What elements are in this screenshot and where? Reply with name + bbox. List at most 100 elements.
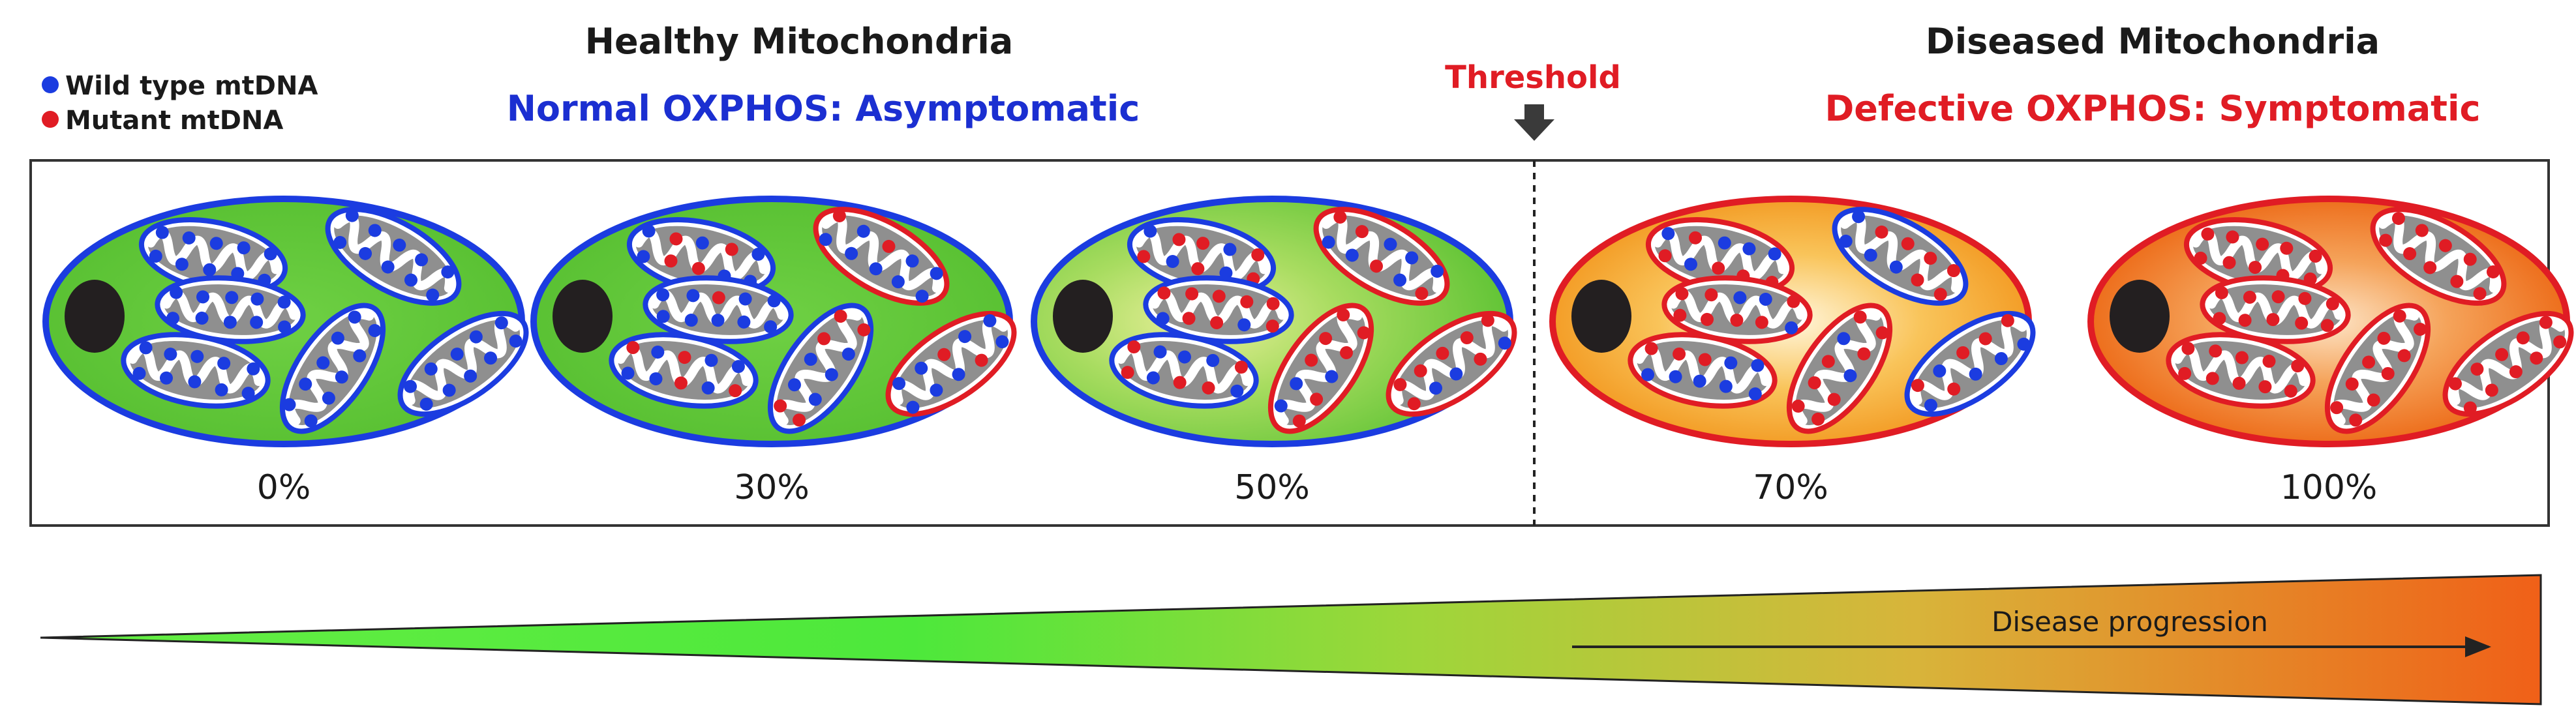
mutant-mtdna-dot: [2379, 233, 2393, 247]
wild-type-mtdna-dot: [995, 335, 1009, 349]
wild-type-mtdna-dot: [1718, 236, 1731, 250]
wild-type-mtdna-dot: [149, 249, 162, 263]
wild-type-mtdna-dot: [155, 226, 169, 239]
mitochondrion: [1645, 217, 1795, 295]
mito-matrix: [2333, 312, 2422, 425]
mitochondrion: [155, 275, 306, 344]
wild-type-mtdna-dot: [1230, 384, 1244, 398]
mutant-mtdna-dot: [669, 232, 683, 246]
wild-type-mtdna-dot: [203, 263, 217, 276]
cells-layer: [42, 196, 2574, 447]
wild-type-mtdna-dot: [983, 314, 997, 327]
mutant-mtdna-dot: [2345, 377, 2359, 391]
mito-matrix: [1277, 312, 1365, 425]
mutant-dot-icon: [42, 111, 59, 128]
mitochondrion: [2324, 303, 2431, 434]
wild-type-mtdna-dot: [223, 316, 237, 329]
mutant-mtdna-dot: [834, 309, 847, 323]
wild-type-mtdna-dot: [1684, 258, 1697, 271]
wild-type-mtdna-dot: [1924, 398, 1937, 412]
mutant-mtdna-dot: [691, 261, 705, 275]
mutant-mtdna-dot: [2438, 239, 2452, 252]
wild-type-mtdna-dot: [442, 383, 456, 397]
wild-type-mtdna-dot: [1177, 350, 1191, 364]
wild-type-mtdna-dot: [1733, 291, 1747, 304]
wild-type-mtdna-dot: [1641, 368, 1655, 381]
mutant-mtdna-dot: [937, 348, 951, 361]
mutant-mtdna-dot: [2414, 322, 2427, 336]
mutant-mtdna-dot: [1688, 231, 1702, 245]
mutant-mtdna-dot: [678, 351, 691, 364]
mutant-mtdna-dot: [1460, 331, 1474, 345]
wild-type-mtdna-dot: [1864, 248, 1877, 262]
wild-type-mtdna-dot: [450, 348, 464, 361]
wild-type-mtdna-dot: [196, 290, 209, 304]
mutant-mtdna-dot: [2209, 344, 2222, 358]
mutant-mtdna-dot: [2226, 230, 2239, 244]
cell-percent-label: 70%: [1753, 468, 1828, 507]
mitochondrion: [1267, 303, 1374, 434]
mutant-mtdna-dot: [1212, 289, 1226, 303]
wild-type-mtdna-dot: [322, 391, 335, 405]
nucleus-icon: [1571, 280, 1631, 353]
wild-type-mtdna-dot: [1742, 242, 1756, 256]
mutant-mtdna-dot: [2367, 393, 2380, 407]
wild-type-mtdna-dot: [1889, 260, 1903, 274]
wild-type-mtdna-dot: [348, 310, 361, 324]
wild-type-mtdna-dot: [237, 241, 250, 255]
wild-type-mtdna-dot: [767, 294, 781, 308]
wild-type-mtdna-dot: [819, 233, 832, 246]
wild-type-mtdna-dot: [705, 353, 718, 367]
diseased-subtitle: Defective OXPHOS: Symptomatic: [1825, 88, 2480, 129]
mitochondrion: [1109, 332, 1259, 409]
mutant-mtdna-dot: [2470, 363, 2484, 376]
wild-type-mtdna-dot: [1156, 312, 1170, 325]
mitochondrion: [2200, 275, 2351, 344]
mutant-mtdna-dot: [1474, 352, 1487, 366]
threshold-label: Threshold: [1445, 59, 1621, 96]
nucleus-icon: [1053, 280, 1113, 353]
mutant-mtdna-dot: [2450, 274, 2464, 288]
wild-type-mtdna-dot: [684, 314, 698, 327]
wild-type-mtdna-dot: [891, 275, 905, 289]
mutant-mtdna-dot: [1821, 355, 1835, 368]
healthy-subtitle: Normal OXPHOS: Asymptomatic: [507, 88, 1140, 129]
mutant-mtdna-dot: [882, 239, 896, 253]
mutant-mtdna-dot: [1700, 312, 1714, 326]
wild-type-mtdna-dot: [299, 378, 312, 391]
mutant-mtdna-dot: [1319, 332, 1333, 346]
mutant-mtdna-dot: [1673, 308, 1687, 322]
legend-mutant-label: Mutant mtDNA: [65, 106, 283, 136]
mutant-mtdna-dot: [2213, 312, 2226, 325]
wild-type-mtdna-dot: [484, 351, 498, 365]
mutant-mtdna-dot: [1875, 326, 1889, 340]
wild-type-mtdna-dot: [304, 414, 318, 428]
wild-type-mtdna-dot: [649, 372, 663, 385]
mutant-mtdna-dot: [1755, 316, 1768, 329]
mutant-mtdna-dot: [2243, 290, 2256, 304]
cell-percent-label: 100%: [2281, 468, 2378, 507]
wild-type-mtdna-dot: [1237, 318, 1251, 332]
mutant-mtdna-dot: [1251, 248, 1265, 261]
wild-type-mtdna-dot: [264, 247, 277, 261]
mito-matrix: [1841, 215, 1960, 297]
wild-type-mtdna-dot: [1768, 247, 1781, 261]
mitochondrion: [2370, 207, 2507, 306]
mutant-mtdna-dot: [1901, 237, 1915, 250]
wild-type-mtdna-dot: [915, 289, 929, 303]
mutant-mtdna-dot: [1266, 297, 1280, 310]
wild-type-mtdna-dot: [353, 349, 367, 363]
mutant-mtdna-dot: [2485, 383, 2498, 397]
legend-wild-type-label: Wild type mtDNA: [65, 71, 318, 101]
mitochondrion: [1904, 310, 2036, 417]
mito-matrix: [406, 319, 520, 408]
mutant-mtdna-dot: [2320, 319, 2334, 333]
mutant-mtdna-dot: [2403, 247, 2417, 261]
wild-type-mtdna-dot: [892, 377, 906, 391]
mutant-mtdna-dot: [857, 323, 871, 336]
mutant-mtdna-dot: [2516, 331, 2530, 345]
wild-type-mtdna-dot: [393, 238, 406, 252]
wild-type-mtdna-dot: [804, 353, 817, 366]
mutant-mtdna-dot: [1414, 364, 1427, 378]
